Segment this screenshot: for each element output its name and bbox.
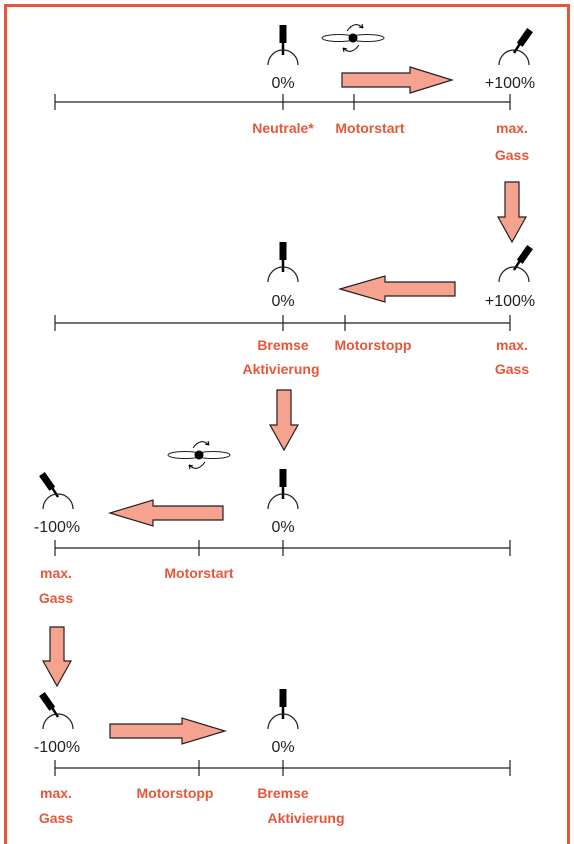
- percent-label: 0%: [271, 519, 294, 536]
- position-label: Gass: [495, 361, 529, 377]
- percent-label: +100%: [485, 293, 535, 310]
- position-label: Motorstopp: [335, 337, 412, 353]
- propeller-icon: [167, 440, 231, 470]
- position-label: Gass: [495, 147, 529, 163]
- percent-label: +100%: [485, 75, 535, 92]
- percent-label: -100%: [34, 519, 80, 536]
- row-3: -100% 0% max. Gass Motorstart: [34, 440, 511, 606]
- throttle-stick-icon: [266, 467, 300, 511]
- position-label: max.: [496, 337, 528, 353]
- throttle-stick-icon: [37, 470, 75, 511]
- row-2: 0% +100% Bremse Aktivierung Motorstopp m…: [54, 240, 535, 377]
- block-arrow-icon: [496, 181, 528, 244]
- throttle-stick-icon: [266, 23, 300, 67]
- position-label: Aktivierung: [242, 361, 319, 377]
- position-label: Motorstart: [164, 565, 234, 581]
- block-arrow-icon: [268, 389, 300, 452]
- block-arrow-icon: [341, 66, 455, 94]
- propeller-icon: [321, 23, 385, 53]
- position-label: max.: [40, 565, 72, 581]
- block-arrow-icon: [41, 626, 73, 688]
- percent-label: 0%: [271, 739, 294, 756]
- position-label: max.: [40, 785, 72, 801]
- percent-label: -100%: [34, 739, 80, 756]
- row-1: 0% +100% Neutrale* Motorstart max. Gass: [54, 23, 535, 163]
- row-4: -100% 0% max. Gass Motorstopp Bremse Akt…: [34, 687, 511, 826]
- block-arrow-icon: [107, 499, 224, 527]
- position-label: Neutrale*: [252, 120, 314, 136]
- throttle-stick-icon: [266, 240, 300, 284]
- position-label: Aktivierung: [267, 810, 344, 826]
- position-label: Gass: [39, 590, 73, 606]
- throttle-stick-icon: [37, 690, 75, 731]
- block-arrow-icon: [109, 717, 228, 745]
- block-arrow-icon: [337, 275, 456, 303]
- position-label: Bremse: [257, 337, 309, 353]
- position-label: Gass: [39, 810, 73, 826]
- percent-label: 0%: [271, 75, 294, 92]
- diagram-frame: [4, 4, 570, 844]
- position-label: Bremse: [257, 785, 309, 801]
- percent-label: 0%: [271, 293, 294, 310]
- position-label: Motorstopp: [137, 785, 214, 801]
- throttle-stick-icon: [497, 243, 535, 284]
- throttle-stick-icon: [266, 687, 300, 731]
- position-label: Motorstart: [335, 120, 405, 136]
- position-label: max.: [496, 120, 528, 136]
- throttle-stick-icon: [497, 26, 535, 67]
